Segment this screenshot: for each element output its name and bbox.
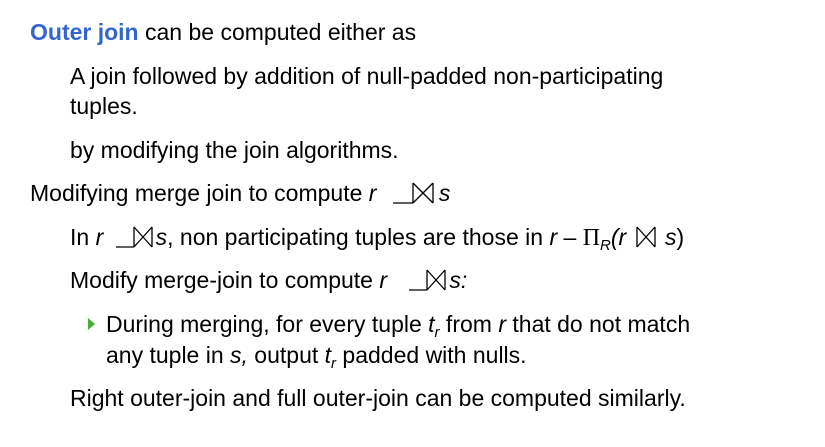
text: Modify merge-join to compute (70, 267, 380, 293)
text: A join followed by addition of null-padd… (70, 63, 664, 89)
var-r: r (95, 224, 104, 250)
var-s: s, (230, 342, 248, 368)
var-s: s (438, 180, 451, 206)
var-t: t (324, 342, 332, 368)
text: padded with nulls. (336, 342, 527, 368)
bullet-arrow-icon (88, 318, 95, 330)
projection-symbol: Π (582, 225, 601, 251)
subscript-r: r (434, 324, 440, 341)
bullet-text: During merging, for every tuple tr from … (106, 309, 690, 371)
subscript-r: R (600, 237, 611, 254)
heading-line: Outer join can be computed either as (30, 18, 416, 46)
text: In (70, 224, 96, 250)
closing-line: Right outer-join and full outer-join can… (70, 385, 686, 411)
var-r: r (618, 224, 627, 250)
var-r: r (379, 267, 388, 293)
term-outer-join: Outer join (30, 19, 139, 45)
text: During merging, for every tuple (106, 311, 429, 337)
modify-line: Modify merge-join to compute r s: (70, 266, 467, 294)
text: , non participating tuples are those in (167, 224, 550, 250)
left-outer-join-icon (392, 182, 434, 204)
var-r: r (549, 224, 558, 250)
non-participating-line: In r s, non participating tuples are tho… (70, 223, 685, 254)
text: output (247, 342, 325, 368)
text: Modifying merge join to compute (30, 180, 369, 206)
natural-join-icon (635, 226, 656, 248)
bullet-line-2: any tuple in s, output tr padded with nu… (106, 340, 690, 371)
option-2: by modifying the join algorithms. (70, 137, 399, 163)
text: can be computed either as (138, 19, 417, 45)
var-s: s (665, 224, 677, 250)
text: any tuple in (106, 342, 231, 368)
option-1: A join followed by addition of null-padd… (70, 61, 663, 121)
left-outer-join-icon (115, 226, 153, 248)
text: from (439, 311, 499, 337)
var-s: s (155, 224, 168, 250)
minus: – (557, 224, 583, 250)
var-r: r (368, 180, 377, 206)
bullet-line-1: During merging, for every tuple tr from … (106, 309, 690, 340)
left-outer-join-icon (409, 269, 447, 291)
var-r: r (498, 311, 506, 337)
paren: ) (676, 224, 685, 250)
text: tuples. (70, 93, 138, 119)
var-s: s: (449, 267, 468, 293)
merge-join-heading: Modifying merge join to compute r s (30, 179, 450, 207)
subscript-r: r (331, 355, 337, 372)
text: that do not match (506, 311, 691, 337)
var-t: t (428, 311, 435, 337)
paren: ( (610, 224, 619, 250)
